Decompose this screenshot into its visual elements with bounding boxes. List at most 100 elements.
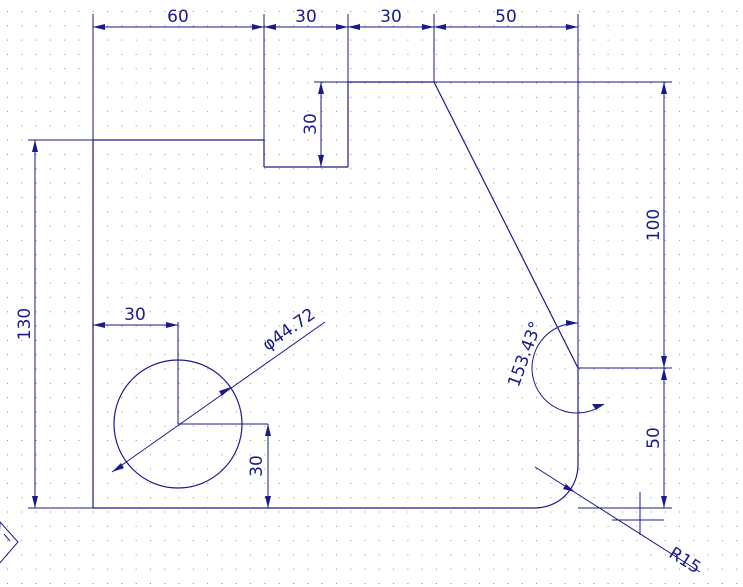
grid-dot (293, 382, 294, 384)
grid-dot (35, 168, 37, 170)
grid-dot (564, 454, 566, 456)
grid-dot (264, 154, 266, 155)
grid-dot (478, 568, 480, 570)
grid-dot (307, 254, 309, 256)
grid-dot (478, 525, 480, 527)
grid-dot (107, 525, 109, 527)
grid-dot (307, 425, 309, 427)
grid-dot (693, 511, 695, 513)
grid-dot (78, 454, 80, 456)
grid-dot (350, 511, 352, 513)
grid-dot (464, 368, 466, 370)
grid-dot (78, 254, 80, 256)
grid-dot (579, 497, 580, 499)
grid-dot (321, 182, 323, 184)
grid-dot (564, 125, 566, 127)
grid-dot (693, 382, 695, 384)
grid-dot (664, 425, 666, 427)
grid-dot (450, 525, 452, 527)
grid-dot (621, 125, 623, 127)
grid-dot (49, 11, 51, 12)
grid-dot (722, 325, 723, 327)
grid-dot (593, 268, 595, 270)
grid-dot (650, 225, 652, 227)
grid-dot (335, 311, 337, 313)
grid-dot (564, 339, 566, 341)
grid-dot (450, 268, 452, 270)
grid-dot (693, 425, 695, 427)
grid-dot (221, 68, 223, 70)
grid-dot (421, 182, 423, 184)
grid-dot (207, 382, 209, 384)
grid-dot (593, 168, 595, 170)
grid-dot (121, 168, 123, 170)
grid-dot (278, 311, 280, 313)
grid-dot (364, 339, 366, 341)
grid-dot (607, 96, 609, 98)
grid-dot (564, 225, 566, 227)
grid-dot (235, 511, 237, 513)
grid-dot (278, 511, 280, 513)
grid-dot (235, 111, 237, 113)
grid-dot (321, 440, 323, 441)
grid-dot (35, 125, 37, 127)
grid-dot (464, 282, 466, 284)
grid-dot (378, 11, 380, 12)
grid-dot (493, 25, 495, 27)
grid-dot (121, 53, 123, 55)
grid-dot (378, 111, 380, 113)
grid-dot (192, 525, 194, 527)
grid-dot (321, 254, 323, 256)
grid-dot (507, 354, 509, 356)
grid-dot (135, 511, 137, 513)
grid-dot (421, 211, 423, 213)
grid-dot (564, 568, 566, 570)
grid-dot (478, 182, 480, 184)
grid-dot (707, 25, 709, 27)
grid-dot (722, 125, 723, 127)
grid-dot (293, 25, 294, 27)
grid-dot (378, 311, 380, 313)
grid-dot (221, 82, 223, 84)
grid-dot (250, 125, 252, 127)
grid-dot (564, 497, 566, 499)
grid-dot (450, 339, 452, 341)
grid-dot (607, 111, 609, 113)
grid-dot (493, 497, 495, 499)
grid-dot (564, 440, 566, 441)
grid-dot (550, 325, 552, 327)
grid-dot (207, 11, 209, 12)
grid-dot (636, 540, 638, 542)
grid-dot (107, 554, 109, 556)
grid-dot (736, 82, 738, 84)
grid-dot (335, 53, 337, 55)
grid-dot (621, 168, 623, 170)
grid-dot (650, 211, 652, 213)
grid-dot (478, 39, 480, 41)
grid-dot (78, 25, 80, 27)
grid-dot (64, 482, 66, 484)
grid-dot (107, 182, 109, 184)
grid-dot (49, 53, 51, 55)
grid-dot (450, 39, 452, 41)
grid-dot (378, 125, 380, 127)
grid-dot (450, 139, 452, 141)
grid-dot (607, 397, 609, 399)
grid-dot (49, 225, 51, 227)
grid-dot (493, 325, 495, 327)
grid-dot (278, 382, 280, 384)
grid-dot (436, 168, 437, 170)
grid-dot (307, 554, 309, 556)
grid-dot (207, 53, 209, 55)
grid-dot (450, 82, 452, 84)
grid-dot (164, 53, 166, 55)
grid-dot (693, 368, 695, 370)
grid-dot (550, 311, 552, 313)
grid-dot (407, 540, 409, 542)
grid-dot (450, 583, 452, 584)
grid-dot (421, 196, 423, 198)
grid-dot (264, 568, 266, 570)
grid-dot (107, 25, 109, 27)
grid-dot (664, 239, 666, 241)
grid-dot (335, 540, 337, 542)
